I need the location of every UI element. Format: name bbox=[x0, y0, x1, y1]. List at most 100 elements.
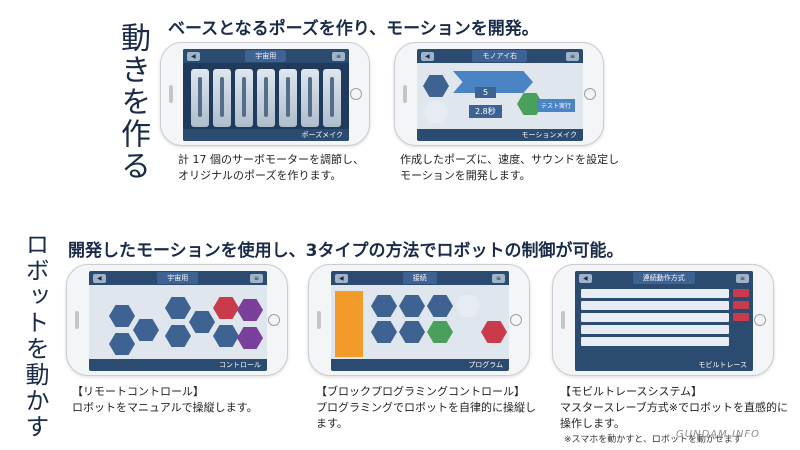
screen-title: 連続動作方式 bbox=[632, 272, 695, 284]
motion-hex[interactable] bbox=[213, 325, 239, 347]
caption-mobile-trace: 【モビルトレースシステム】 マスタースレーブ方式※でロボットを直感的に 操作しま… bbox=[560, 384, 788, 432]
motion-hex[interactable] bbox=[165, 325, 191, 347]
servo-slider[interactable] bbox=[301, 69, 319, 127]
block-hex[interactable] bbox=[371, 321, 397, 343]
app-screen-mobile-trace: ◀ 連続動作方式 ≡ モビルトレース bbox=[575, 271, 753, 371]
motion-hex[interactable] bbox=[189, 311, 215, 333]
block-hex[interactable] bbox=[371, 295, 397, 317]
block-hex[interactable] bbox=[427, 321, 453, 343]
trace-mode-button[interactable] bbox=[733, 301, 749, 309]
section-vertical-title-move: ロボットを動かす bbox=[21, 232, 49, 440]
block-hex[interactable] bbox=[399, 295, 425, 317]
menu-button[interactable]: ≡ bbox=[249, 273, 263, 283]
section-vertical-title-create: 動きを作る bbox=[115, 22, 150, 182]
caption-line: ロボットをマニュアルで操縦します。 bbox=[72, 401, 258, 414]
app-screen-block-programming: ◀ 接続 ≡ プログラム bbox=[331, 271, 509, 371]
phone-camera bbox=[317, 311, 321, 329]
caption-line: 計 17 個のサーボモーターを調節し、 bbox=[178, 153, 364, 166]
pose-hex[interactable] bbox=[423, 101, 449, 123]
home-button[interactable] bbox=[350, 88, 362, 100]
pose-hex[interactable] bbox=[423, 75, 449, 97]
app-bottom-bar: モビルトレース bbox=[575, 359, 753, 371]
trace-mode-button[interactable] bbox=[733, 313, 749, 321]
caption-motion-make: 作成したポーズに、速度、サウンドを設定し モーションを開発します。 bbox=[400, 152, 619, 184]
screen-title: 宇宙用 bbox=[157, 272, 199, 284]
motion-hex[interactable] bbox=[109, 305, 135, 327]
trace-row[interactable] bbox=[581, 301, 729, 310]
app-screen-remote-control: ◀ 宇宙用 ≡ コントロール bbox=[89, 271, 267, 371]
footer-label: プログラム bbox=[468, 361, 503, 369]
footer-label: モビルトレース bbox=[698, 361, 747, 369]
phone-motion-make: ◀ モノアイ右 ≡ 5 2.8秒 テスト実行 モーションメイク bbox=[394, 42, 604, 146]
block-hex[interactable] bbox=[399, 321, 425, 343]
caption-line: オリジナルのポーズを作ります。 bbox=[178, 169, 342, 182]
servo-slider[interactable] bbox=[191, 69, 209, 127]
special-hex[interactable] bbox=[237, 299, 263, 321]
speed-value: 5 bbox=[475, 87, 497, 98]
home-button[interactable] bbox=[584, 88, 596, 100]
servo-slider[interactable] bbox=[235, 69, 253, 127]
caption-line: 作成したポーズに、速度、サウンドを設定し bbox=[400, 153, 620, 166]
app-bottom-bar: ポーズメイク bbox=[183, 129, 349, 141]
menu-button[interactable]: ≡ bbox=[735, 273, 749, 283]
trace-row[interactable] bbox=[581, 289, 729, 298]
test-run-button[interactable]: テスト実行 bbox=[536, 99, 575, 112]
phone-camera bbox=[75, 311, 79, 329]
app-top-bar: ◀ 宇宙用 ≡ bbox=[89, 271, 267, 285]
screen-title: モノアイ右 bbox=[472, 50, 528, 62]
app-bottom-bar: モーションメイク bbox=[417, 129, 583, 141]
phone-camera bbox=[561, 311, 565, 329]
program-block-column bbox=[335, 291, 363, 357]
menu-button[interactable]: ≡ bbox=[331, 51, 345, 61]
back-button[interactable]: ◀ bbox=[187, 51, 200, 61]
app-top-bar: ◀ モノアイ右 ≡ bbox=[417, 49, 583, 63]
block-hex[interactable] bbox=[427, 295, 453, 317]
phone-camera bbox=[403, 85, 407, 103]
motion-hex[interactable] bbox=[165, 297, 191, 319]
app-top-bar: ◀ 連続動作方式 ≡ bbox=[575, 271, 753, 285]
app-top-bar: ◀ 接続 ≡ bbox=[331, 271, 509, 285]
footnote: ※スマホを動かすと、ロボットを動かせます bbox=[564, 435, 742, 445]
back-button[interactable]: ◀ bbox=[93, 273, 106, 283]
footer-label: ポーズメイク bbox=[301, 131, 343, 139]
block-hex[interactable] bbox=[481, 321, 507, 343]
servo-slider[interactable] bbox=[279, 69, 297, 127]
trace-row[interactable] bbox=[581, 325, 729, 334]
motion-hex[interactable] bbox=[109, 333, 135, 355]
trace-row[interactable] bbox=[581, 313, 729, 322]
back-button[interactable]: ◀ bbox=[421, 51, 434, 61]
home-button[interactable] bbox=[754, 314, 766, 326]
home-button[interactable] bbox=[510, 314, 522, 326]
caption-line: 【ブロックプログラミングコントロール】 bbox=[316, 385, 525, 398]
motion-step[interactable] bbox=[453, 71, 533, 93]
time-value: 2.8秒 bbox=[469, 105, 502, 118]
special-hex[interactable] bbox=[213, 297, 239, 319]
section-heading-create: ベースとなるポーズを作り、モーションを開発。 bbox=[168, 19, 539, 39]
servo-slider[interactable] bbox=[213, 69, 231, 127]
phone-remote-control: ◀ 宇宙用 ≡ コントロール bbox=[66, 264, 288, 376]
trace-row[interactable] bbox=[581, 337, 729, 346]
home-button[interactable] bbox=[268, 314, 280, 326]
app-bottom-bar: コントロール bbox=[89, 359, 267, 371]
phone-pose-make: ◀ 宇宙用 ≡ ポーズメイク bbox=[160, 42, 370, 146]
menu-button[interactable]: ≡ bbox=[565, 51, 579, 61]
menu-button[interactable]: ≡ bbox=[491, 273, 505, 283]
phone-block-programming: ◀ 接続 ≡ プログラム bbox=[308, 264, 530, 376]
caption-line: 【モビルトレースシステム】 bbox=[560, 385, 703, 398]
back-button[interactable]: ◀ bbox=[335, 273, 348, 283]
caption-line: モーションを開発します。 bbox=[400, 169, 531, 182]
app-screen-motion-make: ◀ モノアイ右 ≡ 5 2.8秒 テスト実行 モーションメイク bbox=[417, 49, 583, 141]
servo-slider[interactable] bbox=[257, 69, 275, 127]
servo-slider[interactable] bbox=[323, 69, 341, 127]
caption-block-programming: 【ブロックプログラミングコントロール】 プログラミングでロボットを自律的に操縦し… bbox=[316, 384, 536, 432]
app-screen-pose-make: ◀ 宇宙用 ≡ ポーズメイク bbox=[183, 49, 349, 141]
special-hex[interactable] bbox=[237, 327, 263, 349]
screen-title: 接続 bbox=[402, 272, 437, 284]
sound-hex[interactable] bbox=[517, 93, 543, 115]
motion-hex[interactable] bbox=[133, 319, 159, 341]
caption-remote-control: 【リモートコントロール】 ロボットをマニュアルで操縦します。 bbox=[72, 384, 258, 416]
trace-mode-button[interactable] bbox=[733, 289, 749, 297]
caption-line: プログラミングでロボットを自律的に操縦し bbox=[316, 401, 536, 414]
back-button[interactable]: ◀ bbox=[579, 273, 592, 283]
block-hex[interactable] bbox=[455, 295, 481, 317]
